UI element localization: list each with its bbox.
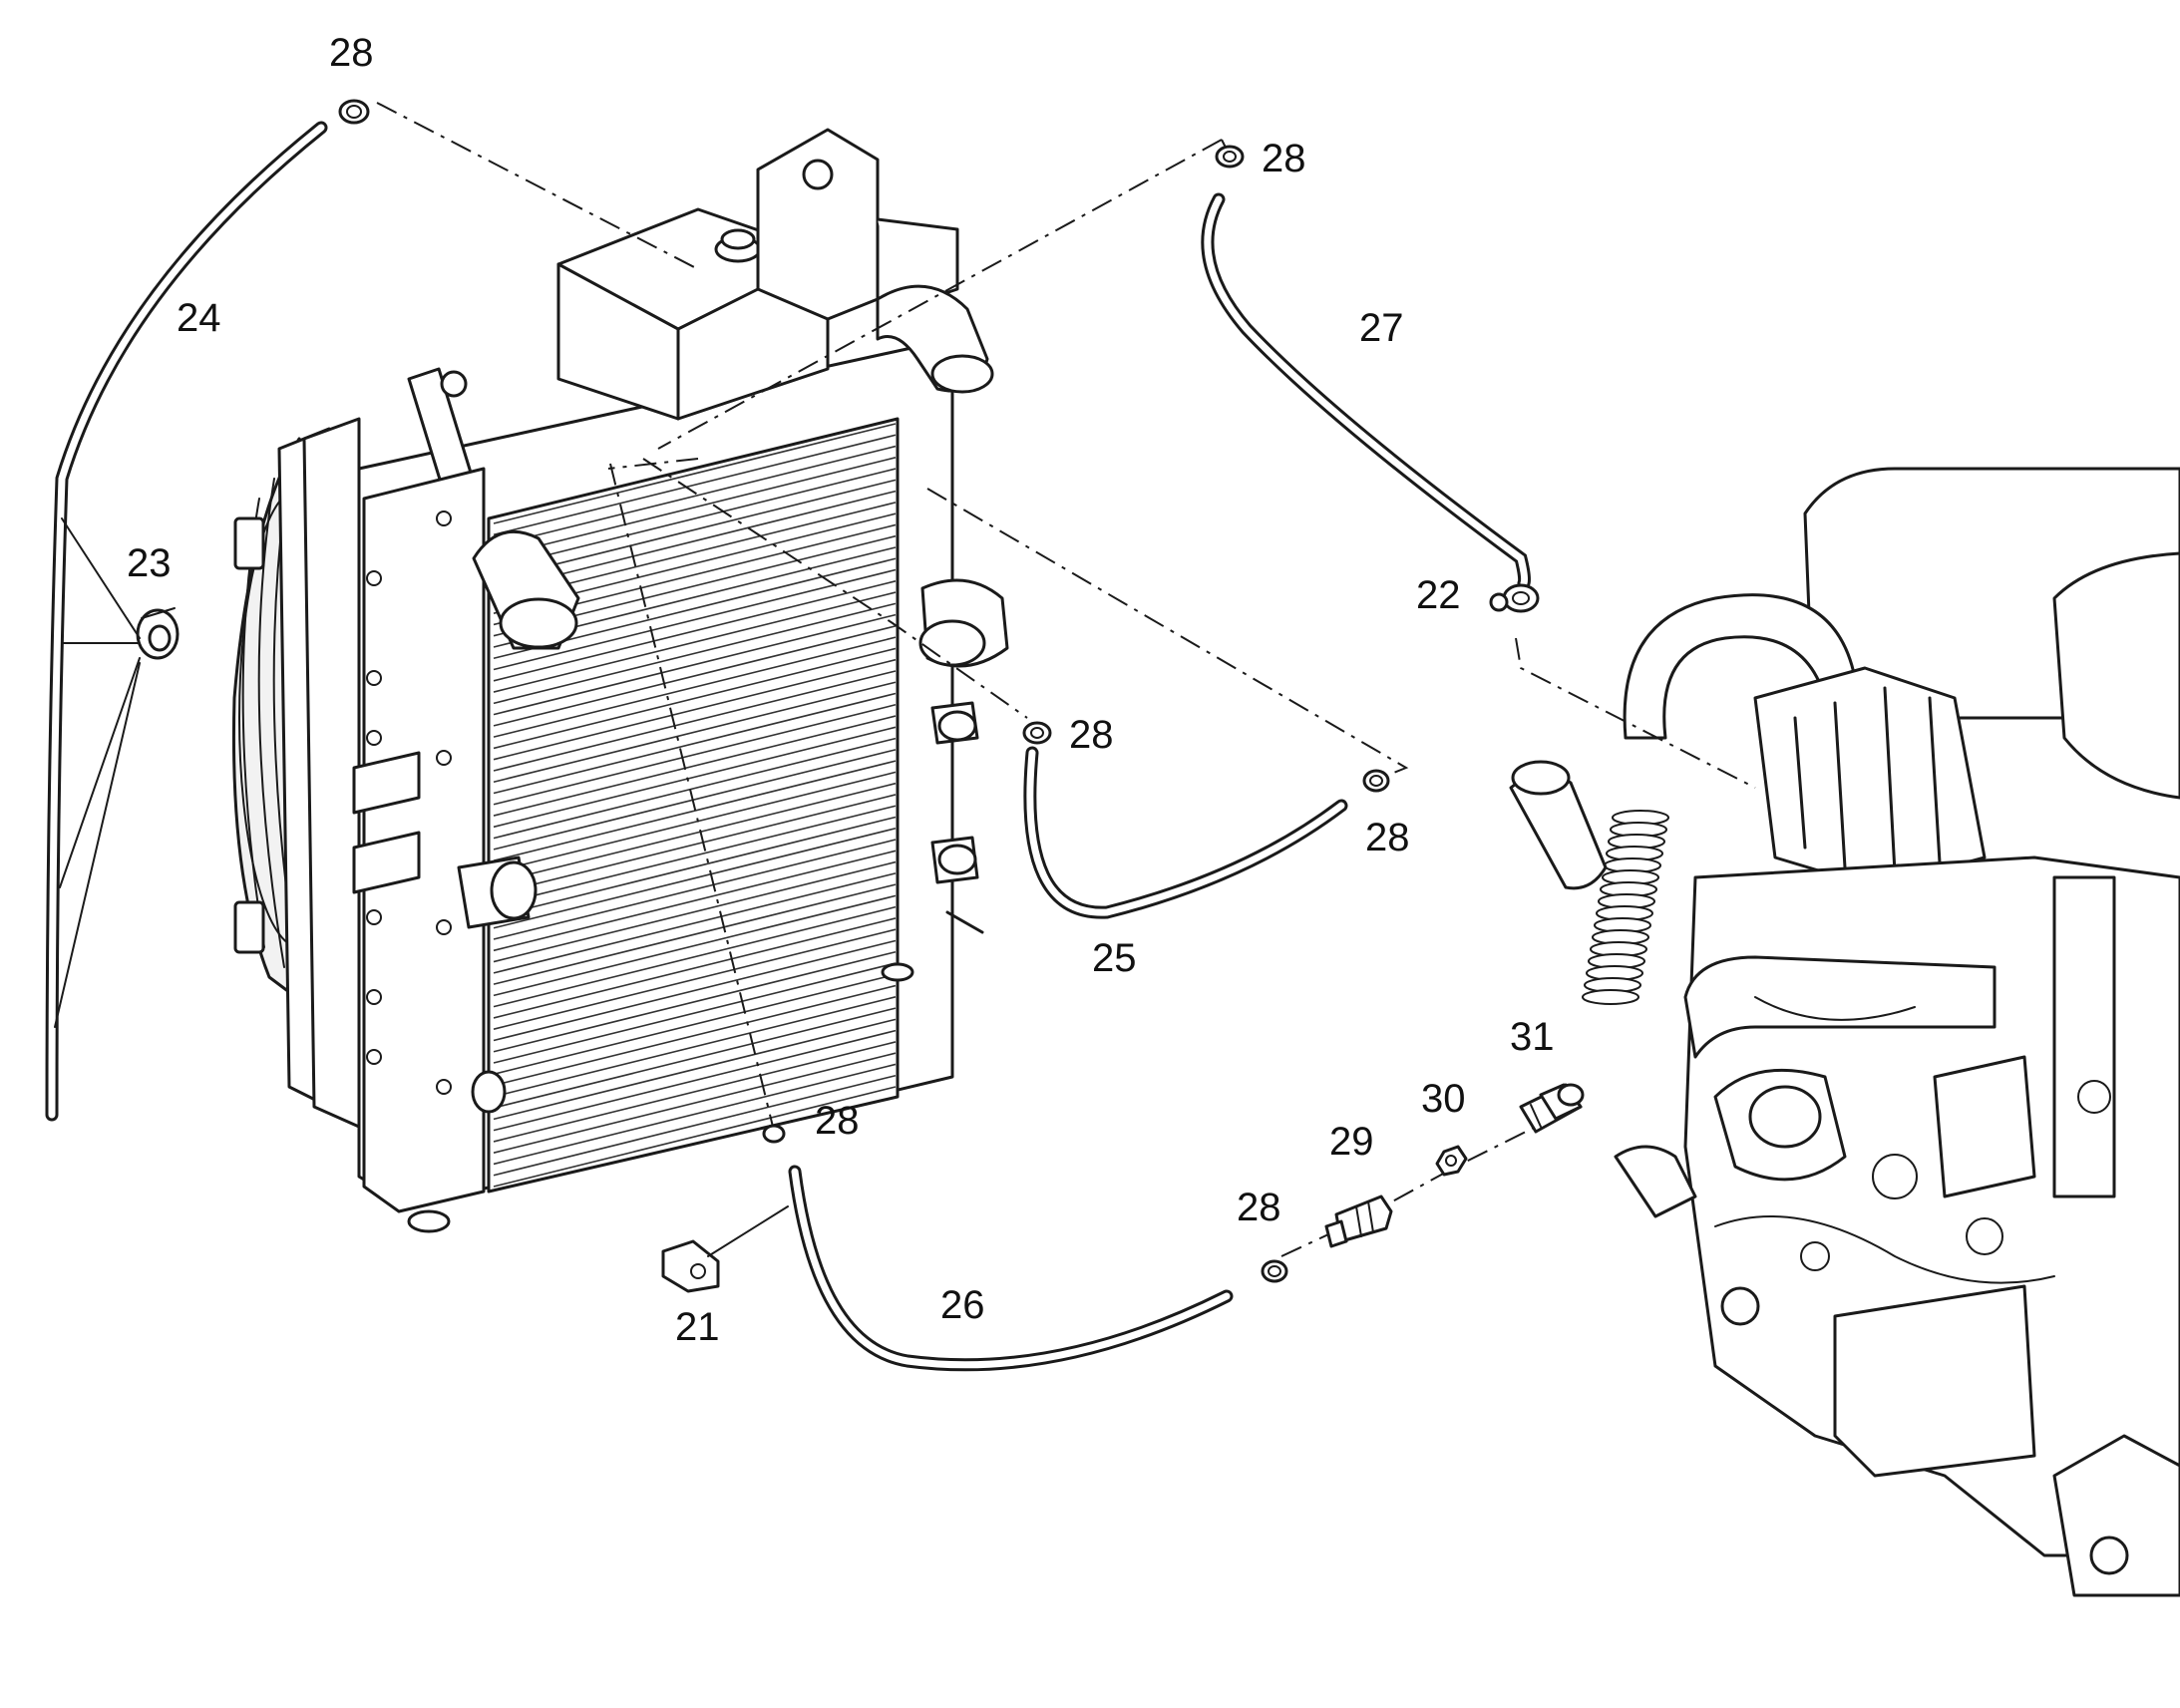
clamp-28-lower [762, 1124, 786, 1144]
hose-25 [1023, 746, 1348, 919]
grommet-23 [54, 517, 180, 1028]
connector-31 [1519, 1083, 1585, 1134]
callout-22: 22 [1416, 573, 1461, 617]
radiator-assembly [231, 128, 1009, 1233]
bellows-hose [1582, 810, 1669, 1005]
fitting-29 [1324, 1195, 1393, 1248]
clamp-28-right [1362, 769, 1390, 793]
callout-28-d: 28 [1365, 816, 1410, 859]
clamp-28-bottom [1261, 1259, 1288, 1283]
callout-21: 21 [675, 1305, 720, 1349]
leader-lines [376, 102, 1756, 1257]
callout-24: 24 [177, 296, 221, 340]
callout-28-c: 28 [1069, 713, 1114, 757]
callout-labels: 28 28 27 24 23 22 28 28 25 31 30 29 28 2… [127, 31, 1555, 1349]
callout-25: 25 [1092, 936, 1137, 980]
clamp-28-top-right [1215, 145, 1245, 169]
side-tank-bolts [366, 511, 452, 1095]
callout-23: 23 [127, 541, 172, 585]
callout-28-f: 28 [815, 1099, 860, 1143]
callout-27: 27 [1359, 306, 1404, 350]
callout-28-a: 28 [329, 31, 374, 75]
callout-29: 29 [1329, 1120, 1374, 1164]
clamp-28-mid [1022, 721, 1052, 745]
clamp-28-top-left [338, 99, 370, 125]
hose-24 [45, 121, 328, 1122]
bracket-21 [661, 1205, 789, 1293]
fitting-22 [1489, 583, 1540, 613]
callout-28-b: 28 [1262, 137, 1306, 180]
callout-30: 30 [1421, 1077, 1466, 1121]
callout-26: 26 [940, 1283, 985, 1327]
hose-27 [1201, 192, 1532, 590]
callout-28-e: 28 [1237, 1186, 1281, 1229]
nut-30 [1435, 1145, 1468, 1177]
engine-assembly [1509, 467, 2180, 1597]
hose-26 [788, 1165, 1234, 1372]
callout-31: 31 [1510, 1015, 1555, 1059]
